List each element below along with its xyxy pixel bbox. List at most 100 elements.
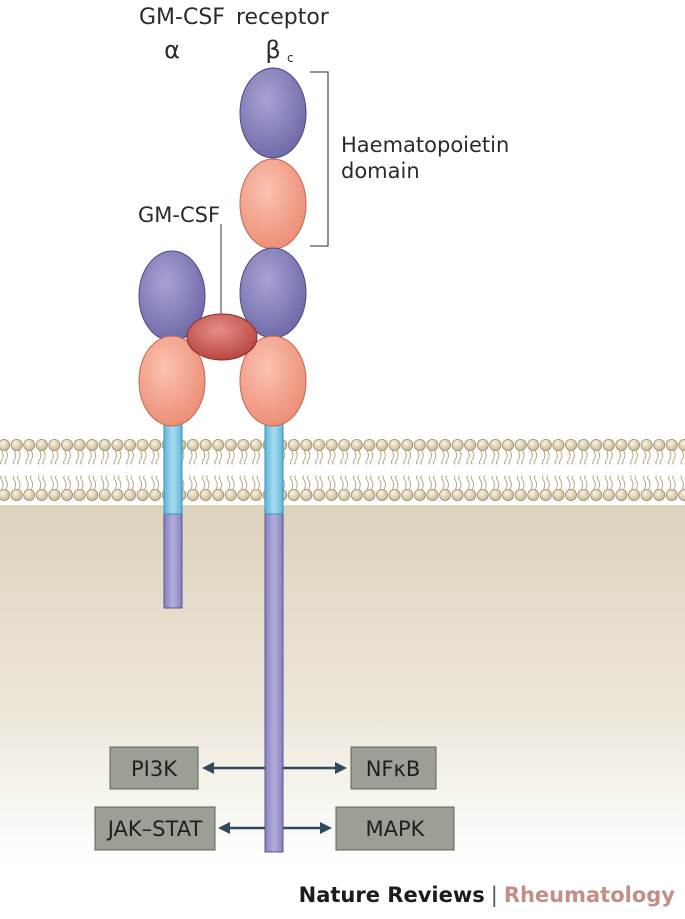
lipid-tail (491, 475, 495, 490)
lipid-tail (332, 450, 336, 465)
lipid-tail (226, 450, 231, 465)
lipid-tail (546, 450, 550, 465)
lipid-tail (621, 450, 626, 465)
lipid-tail (680, 450, 684, 465)
lipid-tail (680, 475, 684, 490)
lipid-tail (4, 475, 8, 490)
lipid-head (640, 438, 653, 451)
lipid-heads (0, 438, 685, 501)
lipid-tail (579, 475, 584, 490)
lipid-tail (256, 475, 260, 490)
lipid-head (501, 438, 514, 451)
lipid-tail (407, 450, 412, 465)
lipid-head (413, 438, 426, 451)
lipid-tail (117, 450, 122, 465)
lipid-head (363, 438, 376, 451)
lipid-head (350, 438, 363, 451)
lipid-head (451, 438, 464, 451)
lipid-tail (516, 450, 521, 465)
lipid-head (111, 488, 124, 501)
lipid-tail (667, 450, 672, 465)
lipid-head (136, 488, 149, 501)
lipid-tail (604, 450, 609, 465)
lipid-tail (390, 450, 395, 465)
lipid-head (300, 488, 313, 501)
lipid-head (224, 488, 237, 501)
lipid-head (61, 438, 74, 451)
lipid-tail (189, 450, 193, 465)
lipid-head (527, 438, 540, 451)
lipid-tail (630, 450, 634, 465)
lipid-head (577, 488, 590, 501)
lipid-head (375, 488, 388, 501)
lipid-tail (533, 475, 538, 490)
lipid-tail (0, 475, 4, 490)
lipid-tail (441, 450, 445, 465)
lipid-tail (12, 475, 17, 490)
nfkb-label: NFκB (366, 757, 421, 781)
lipid-tail (100, 475, 105, 490)
lipid-tail (206, 475, 210, 490)
lipid-head (287, 438, 300, 451)
lipid-tail (558, 475, 563, 490)
lipid-tail (113, 475, 117, 490)
lipid-tail (667, 475, 672, 490)
lipid-tail (415, 450, 420, 465)
lipid-head (287, 488, 300, 501)
lipid-tail (315, 475, 319, 490)
lipid-head (111, 438, 124, 451)
lipid-head (186, 438, 199, 451)
lipid-tail (42, 450, 46, 465)
beta-salmon-domain-1 (239, 158, 307, 250)
lipid-tail (344, 450, 349, 465)
lipid-head (413, 488, 426, 501)
lipid-head (73, 438, 86, 451)
lipid-tail (88, 475, 92, 490)
lipid-tail (151, 450, 155, 465)
lipid-tail (80, 450, 84, 465)
lipid-tail (483, 475, 487, 490)
lipid-head (438, 488, 451, 501)
lipid-head (602, 488, 615, 501)
lipid-tail (302, 450, 306, 465)
journal-name: Nature Reviews (298, 883, 485, 907)
alpha-label: α (164, 36, 180, 64)
lipid-head (199, 488, 212, 501)
lipid-head (565, 488, 578, 501)
lipid-tail (478, 475, 483, 490)
lipid-tail (672, 450, 676, 465)
lipid-tail (445, 475, 449, 490)
lipid-tail (243, 475, 248, 490)
lipid-head (426, 488, 439, 501)
lipid-head (388, 438, 401, 451)
lipid-head (0, 439, 10, 451)
credit-separator: | (490, 883, 498, 907)
lipid-tail (403, 450, 407, 465)
lipid-head (678, 489, 685, 501)
lipid-head (23, 438, 36, 451)
lipid-tail (596, 475, 601, 490)
lipid-tail (634, 475, 638, 490)
lipid-head (237, 438, 250, 451)
lipid-head (350, 488, 363, 501)
lipid-head (665, 488, 678, 501)
lipid-tail (130, 475, 134, 490)
lipid-head (678, 439, 685, 451)
lipid-head (628, 438, 641, 451)
alpha-transmembrane-domain (163, 419, 183, 515)
signal-arrows (202, 762, 347, 834)
lipid-head (514, 488, 527, 501)
lipid-tail (647, 450, 651, 465)
lipid-head (501, 488, 514, 501)
receptor-word-label: receptor (236, 5, 330, 30)
lipid-head (401, 438, 414, 451)
lipid-tail (529, 450, 533, 465)
lipid-tail (369, 450, 374, 465)
signal-box-pi3k: PI3K (109, 746, 199, 790)
lipid-tail (155, 475, 160, 490)
lipid-head (539, 488, 552, 501)
lipid-head (23, 488, 36, 501)
lipid-tail (289, 450, 294, 465)
lipid-tail (567, 475, 571, 490)
